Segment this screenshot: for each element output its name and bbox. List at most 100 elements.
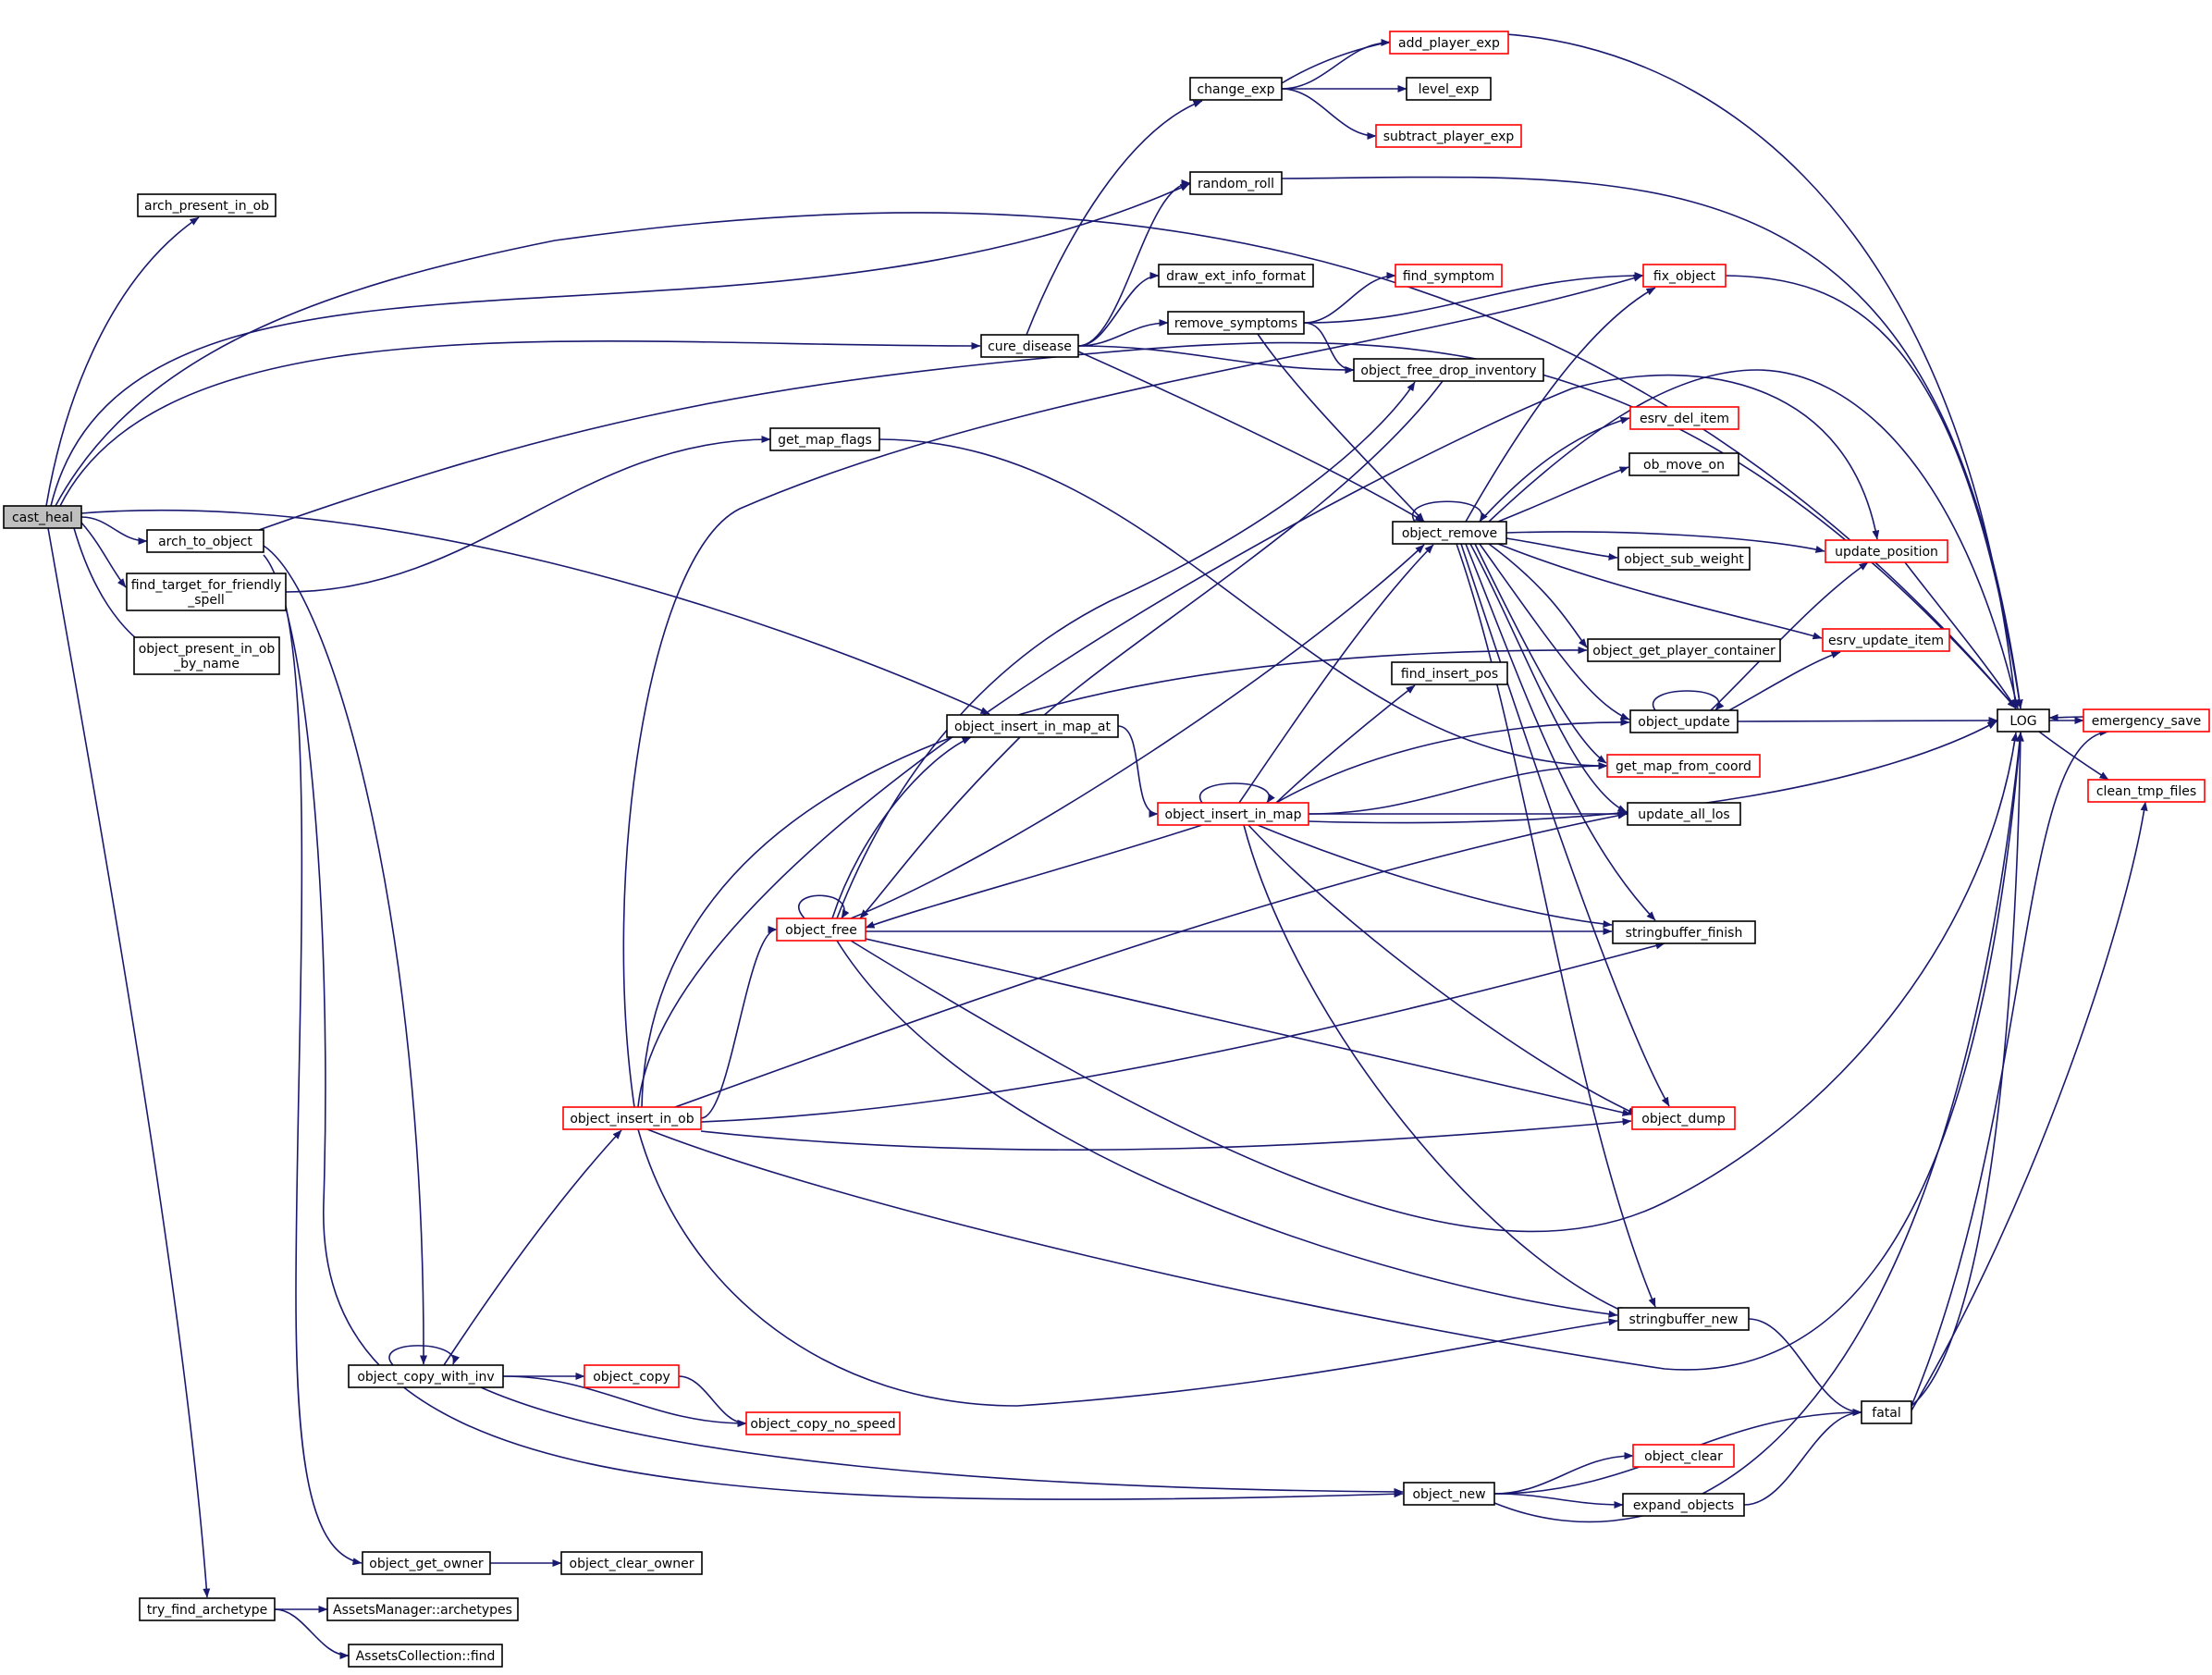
node-box <box>1389 31 1509 55</box>
node-object-free-drop-inventory[interactable]: object_free_drop_inventory <box>1353 358 1544 382</box>
node-label: object_free <box>785 923 857 938</box>
node-draw-ext-info-format[interactable]: draw_ext_info_format <box>1158 264 1314 288</box>
node-log[interactable]: LOG <box>1997 708 2050 733</box>
node-esrv-del-item[interactable]: esrv_del_item <box>1629 406 1739 430</box>
node-box <box>980 334 1079 358</box>
edges-layer <box>45 32 2148 1659</box>
node-box <box>1606 754 1761 778</box>
node-remove-symptoms[interactable]: remove_symptoms <box>1167 311 1305 335</box>
edge-object_remove-to-fix_object <box>1465 287 1656 523</box>
edge-object_remove-to-update_all_los <box>1469 543 1628 813</box>
node-update-all-los[interactable]: update_all_los <box>1627 802 1741 826</box>
node-add-player-exp[interactable]: add_player_exp <box>1389 31 1509 55</box>
node-label: find_target_for_friendly <box>131 578 282 593</box>
edge-cure_disease-to-random_roll <box>1077 179 1191 347</box>
node-object-free[interactable]: object_free <box>776 918 866 942</box>
node-object-get-owner[interactable]: object_get_owner <box>362 1551 491 1575</box>
node-box <box>2087 779 2206 803</box>
node-object-insert-in-ob[interactable]: object_insert_in_ob <box>562 1106 702 1130</box>
node-label: object_insert_in_ob <box>570 1112 694 1127</box>
node-box <box>1617 547 1751 571</box>
edge-cast_heal-to-LOG <box>55 212 2017 709</box>
node-find-symptom[interactable]: find_symptom <box>1395 264 1503 288</box>
node-object-new[interactable]: object_new <box>1403 1482 1495 1506</box>
node-label: fix_object <box>1653 269 1716 284</box>
node-random-roll[interactable]: random_roll <box>1189 171 1283 195</box>
node-label: change_exp <box>1197 82 1274 97</box>
node-update-position[interactable]: update_position <box>1825 539 1948 563</box>
node-object-dump[interactable]: object_dump <box>1631 1106 1736 1130</box>
node-box <box>139 1597 276 1621</box>
node-cast-heal[interactable]: cast_heal <box>3 505 82 529</box>
node-object-remove[interactable]: object_remove <box>1392 521 1507 545</box>
node-object-get-player-container[interactable]: object_get_player_container <box>1587 638 1781 662</box>
edge-emergency_save-to-LOG <box>2048 713 2084 721</box>
node-get-map-flags[interactable]: get_map_flags <box>769 427 880 451</box>
node-label: try_find_archetype <box>147 1603 268 1618</box>
node-object-insert-in-map[interactable]: object_insert_in_map <box>1157 802 1309 826</box>
node-box <box>1158 264 1314 288</box>
node-label: object_clear <box>1644 1449 1723 1464</box>
node-box <box>126 573 287 611</box>
edge-cast_heal-to-try_find_archetype <box>47 527 211 1598</box>
node-label: _by_name <box>173 657 240 671</box>
node-subtract-player-exp[interactable]: subtract_player_exp <box>1375 124 1522 148</box>
node-object-copy[interactable]: object_copy <box>584 1364 680 1388</box>
node-object-clear[interactable]: object_clear <box>1632 1444 1735 1468</box>
node-fix-object[interactable]: fix_object <box>1642 264 1727 288</box>
node-esrv-update-item[interactable]: esrv_update_item <box>1822 628 1950 652</box>
node-assetscollection-find[interactable]: AssetsCollection::find <box>348 1644 503 1668</box>
node-box <box>1189 77 1283 101</box>
edge-object_update-to-LOG <box>1737 717 1998 725</box>
node-find-target-for-friendly-spell[interactable]: find_target_for_friendly_spell <box>126 573 287 611</box>
node-level-exp[interactable]: level_exp <box>1406 77 1492 101</box>
node-box <box>584 1364 680 1388</box>
node-object-insert-in-map-at[interactable]: object_insert_in_map_at <box>946 714 1119 738</box>
edge-object_free-to-object_remove <box>850 544 1425 919</box>
node-try-find-archetype[interactable]: try_find_archetype <box>139 1597 276 1621</box>
edge-arch_to_object-to-object_new <box>263 554 1404 1501</box>
node-get-map-from-coord[interactable]: get_map_from_coord <box>1606 754 1761 778</box>
node-label: add_player_exp <box>1398 36 1500 51</box>
edge-object_insert_in_map-to-object_update <box>1275 718 1630 804</box>
edge-object_remove-to-stringbuffer_finish <box>1465 543 1656 921</box>
node-expand-objects[interactable]: expand_objects <box>1622 1493 1745 1517</box>
edge-object_insert_in_map_at-to-object_insert_in_map <box>1117 725 1159 818</box>
node-change-exp[interactable]: change_exp <box>1189 77 1283 101</box>
node-fatal[interactable]: fatal <box>1861 1400 1912 1424</box>
node-ob-move-on[interactable]: ob_move_on <box>1628 452 1739 476</box>
edge-object_update-to-update_position <box>1710 561 1869 711</box>
node-assetsmanager-archetypes[interactable]: AssetsManager::archetypes <box>326 1597 519 1621</box>
node-label: ob_move_on <box>1643 458 1725 473</box>
node-arch-to-object[interactable]: arch_to_object <box>146 529 264 553</box>
node-object-copy-no-speed[interactable]: object_copy_no_speed <box>745 1411 901 1435</box>
node-object-update[interactable]: object_update <box>1629 709 1739 733</box>
node-label: object_sub_weight <box>1624 552 1744 567</box>
node-label: subtract_player_exp <box>1383 129 1515 144</box>
node-emergency-save[interactable]: emergency_save <box>2083 708 2210 733</box>
node-stringbuffer-new[interactable]: stringbuffer_new <box>1617 1307 1750 1331</box>
node-box <box>137 193 276 217</box>
node-label: object_get_owner <box>369 1557 484 1571</box>
node-box <box>1157 802 1309 826</box>
node-clean-tmp-files[interactable]: clean_tmp_files <box>2087 779 2206 803</box>
edge-fatal-to-LOG <box>1911 732 2024 1407</box>
node-object-clear-owner[interactable]: object_clear_owner <box>560 1551 703 1575</box>
edge-object_remove-to-get_map_from_coord <box>1474 543 1607 764</box>
edge-object_insert_in_ob-to-update_position <box>637 374 1880 1108</box>
node-object-copy-with-inv[interactable]: object_copy_with_inv <box>348 1364 504 1388</box>
edge-object_insert_in_map-to-find_insert_pos <box>1275 684 1416 804</box>
edge-cure_disease-to-draw_ext_info_format <box>1077 272 1160 347</box>
node-label: remove_symptoms <box>1174 316 1297 331</box>
node-object-sub-weight[interactable]: object_sub_weight <box>1617 547 1751 571</box>
node-stringbuffer-finish[interactable]: stringbuffer_finish <box>1612 920 1756 944</box>
edge-object_free-to-object_insert_in_map_at <box>831 736 972 919</box>
edge-object_remove-to-object_sub_weight <box>1505 537 1618 560</box>
node-box <box>348 1644 503 1668</box>
node-cure-disease[interactable]: cure_disease <box>980 334 1079 358</box>
node-box <box>1391 661 1508 685</box>
node-find-insert-pos[interactable]: find_insert_pos <box>1391 661 1508 685</box>
node-object-present-in-ob-by-name[interactable]: object_present_in_ob_by_name <box>133 636 280 675</box>
edge-object_new-to-LOG <box>1493 732 2023 1523</box>
node-arch-present-in-ob[interactable]: arch_present_in_ob <box>137 193 276 217</box>
